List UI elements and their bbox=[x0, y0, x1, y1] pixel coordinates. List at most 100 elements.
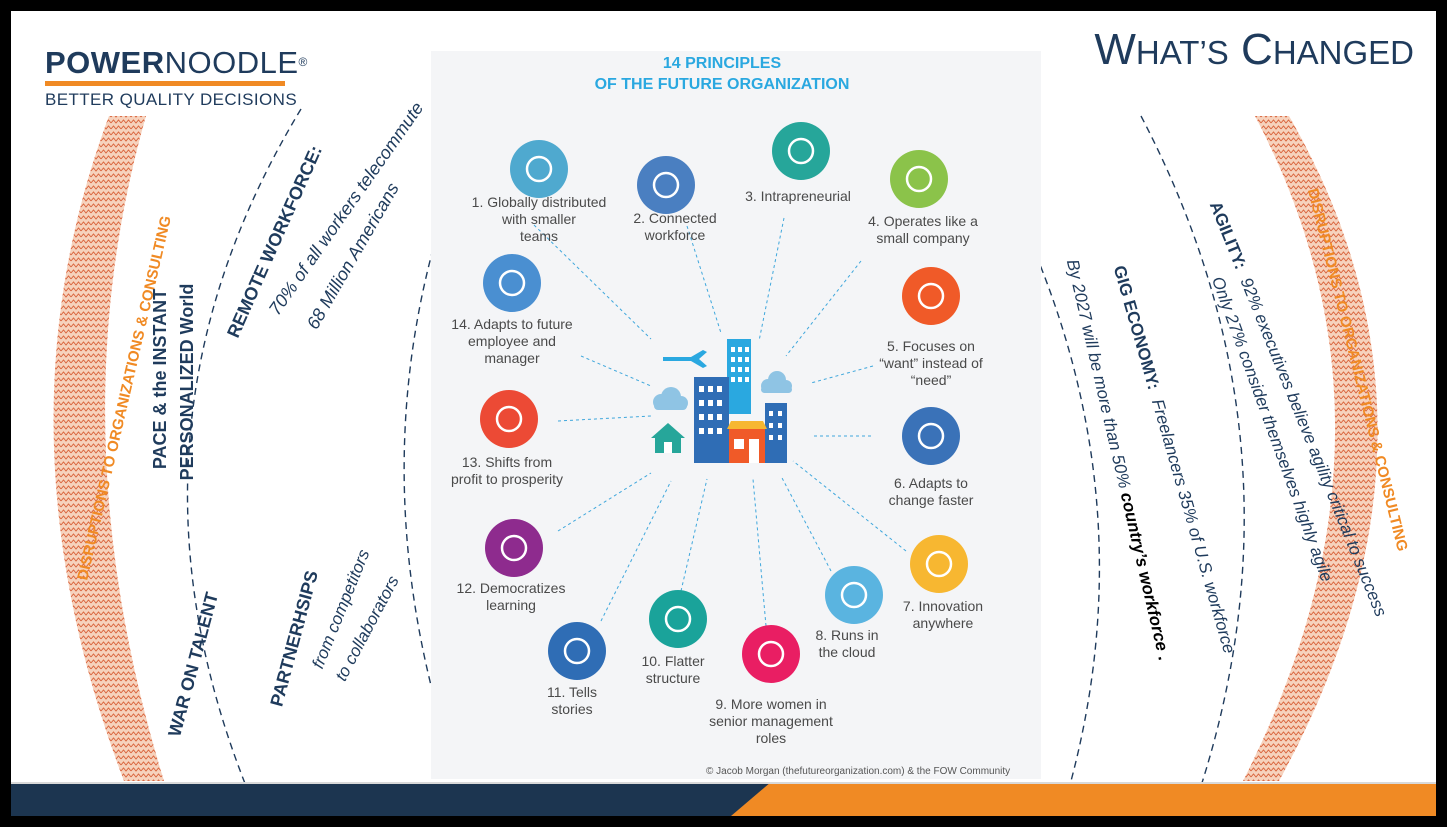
infographic-credit: © Jacob Morgan (thefutureorganization.co… bbox=[706, 766, 1010, 777]
title-rest-1: HAT bbox=[1135, 34, 1200, 71]
principle-label: 11. Tells bbox=[547, 684, 597, 700]
right-ring-inner bbox=[965, 115, 1101, 782]
slide: 14 PRINCIPLES OF THE FUTURE ORGANIZATION bbox=[11, 11, 1436, 816]
slide-canvas: 14 PRINCIPLES OF THE FUTURE ORGANIZATION bbox=[11, 51, 1436, 816]
principle-label: “want” instead of bbox=[879, 355, 983, 371]
principle-label: 2. Connected bbox=[633, 210, 716, 226]
logo-tagline: BETTER QUALITY DECISIONS bbox=[45, 90, 298, 109]
principle-label: 1. Globally distributed bbox=[472, 194, 607, 210]
principle-label: 8. Runs in bbox=[815, 627, 878, 643]
logo-brand-light: NOODLE bbox=[164, 45, 299, 80]
principle-label: stories bbox=[551, 701, 592, 717]
icon-glyph bbox=[757, 640, 785, 668]
people-icon bbox=[510, 140, 568, 198]
gig-line2-post: . bbox=[1154, 653, 1174, 662]
principle-label: small company bbox=[876, 230, 969, 246]
connector-line bbox=[785, 260, 862, 357]
principle-label: structure bbox=[646, 670, 701, 686]
principle-label: the cloud bbox=[819, 644, 876, 660]
right-ring-outer bbox=[1140, 115, 1245, 787]
graduation-cap-icon bbox=[485, 519, 543, 577]
title-apostrophe: ’S bbox=[1199, 34, 1229, 71]
footer-bar-orange bbox=[731, 782, 1436, 816]
gig-title: GIG ECONOMY: bbox=[1110, 263, 1164, 391]
waves-icon bbox=[649, 590, 707, 648]
right-disruption-band bbox=[1243, 116, 1378, 781]
logo-wordmark: POWERNOODLE® bbox=[45, 47, 308, 78]
building-icon bbox=[890, 150, 948, 208]
connector-line bbox=[758, 217, 785, 342]
refresh-icon bbox=[902, 407, 960, 465]
left-disruption-band bbox=[53, 116, 164, 781]
logo-underline bbox=[45, 81, 285, 86]
icon-glyph bbox=[563, 637, 591, 665]
icon-glyph bbox=[917, 282, 945, 310]
logo-registered-mark: ® bbox=[298, 55, 308, 69]
connector-line bbox=[686, 225, 722, 334]
speech-bubble-icon bbox=[548, 622, 606, 680]
icon-glyph bbox=[652, 171, 680, 199]
heart-icon bbox=[902, 267, 960, 325]
icon-glyph bbox=[840, 581, 868, 609]
star-icon bbox=[480, 390, 538, 448]
link-icon bbox=[637, 156, 695, 214]
gig-line2-block: By 2027 will be more than 50% country’s … bbox=[1063, 258, 1174, 662]
connector-line bbox=[600, 480, 672, 622]
infographic-title-line2: OF THE FUTURE ORGANIZATION bbox=[595, 76, 850, 93]
left-ring-outer bbox=[186, 108, 302, 787]
connector-line bbox=[810, 365, 874, 384]
principle-3: 3. Intrapreneurial bbox=[745, 122, 851, 204]
icon-glyph bbox=[787, 137, 815, 165]
icon-glyph bbox=[498, 269, 526, 297]
principle-label: 9. More women in bbox=[715, 696, 826, 712]
icon-glyph bbox=[495, 405, 523, 433]
icon-glyph bbox=[525, 155, 553, 183]
principle-label: 13. Shifts from bbox=[462, 454, 552, 470]
powernoodle-logo: POWERNOODLE® BETTER QUALITY DECISIONS bbox=[45, 47, 308, 110]
title-cap-w: W bbox=[1094, 25, 1136, 74]
principle-label: with smaller bbox=[501, 211, 576, 227]
logo-brand-bold: POWER bbox=[45, 45, 165, 80]
principle-label: 12. Democratizes bbox=[457, 580, 566, 596]
cloud-icon bbox=[825, 566, 883, 624]
principle-label: 3. Intrapreneurial bbox=[745, 188, 851, 204]
house-icon bbox=[651, 423, 685, 453]
cloud-icon-left bbox=[653, 387, 688, 410]
principle-label: 14. Adapts to future bbox=[451, 316, 573, 332]
principle-label: workforce bbox=[644, 227, 706, 243]
woman-icon bbox=[742, 625, 800, 683]
principle-label: learning bbox=[486, 597, 536, 613]
page-title: WHAT’S CHANGED bbox=[1094, 25, 1414, 75]
title-cap-c: C bbox=[1241, 25, 1273, 74]
partnerships-title: PARTNERHSIPS bbox=[266, 568, 321, 708]
principle-label: profit to prosperity bbox=[451, 471, 563, 487]
principle-label: 7. Innovation bbox=[903, 598, 983, 614]
principle-label: 4. Operates like a bbox=[868, 213, 978, 229]
briefcase-icon bbox=[772, 122, 830, 180]
shop-icon bbox=[727, 421, 767, 463]
principle-label: manager bbox=[484, 350, 540, 366]
principle-label: “need” bbox=[911, 372, 952, 388]
icon-glyph bbox=[917, 422, 945, 450]
principle-label: employee and bbox=[468, 333, 556, 349]
principle-label: roles bbox=[756, 730, 786, 746]
head-icon bbox=[483, 254, 541, 312]
pace-line1: PACE & the INSTANT bbox=[150, 289, 170, 469]
icon-glyph bbox=[925, 550, 953, 578]
tower-right bbox=[765, 403, 787, 463]
airplane-icon bbox=[663, 350, 707, 368]
connector-line bbox=[792, 460, 907, 552]
war-on-talent: WAR ON TALENT bbox=[164, 590, 222, 739]
pace-line2: PERSONALIZED World bbox=[177, 284, 197, 481]
footer-stripe bbox=[11, 782, 1436, 784]
